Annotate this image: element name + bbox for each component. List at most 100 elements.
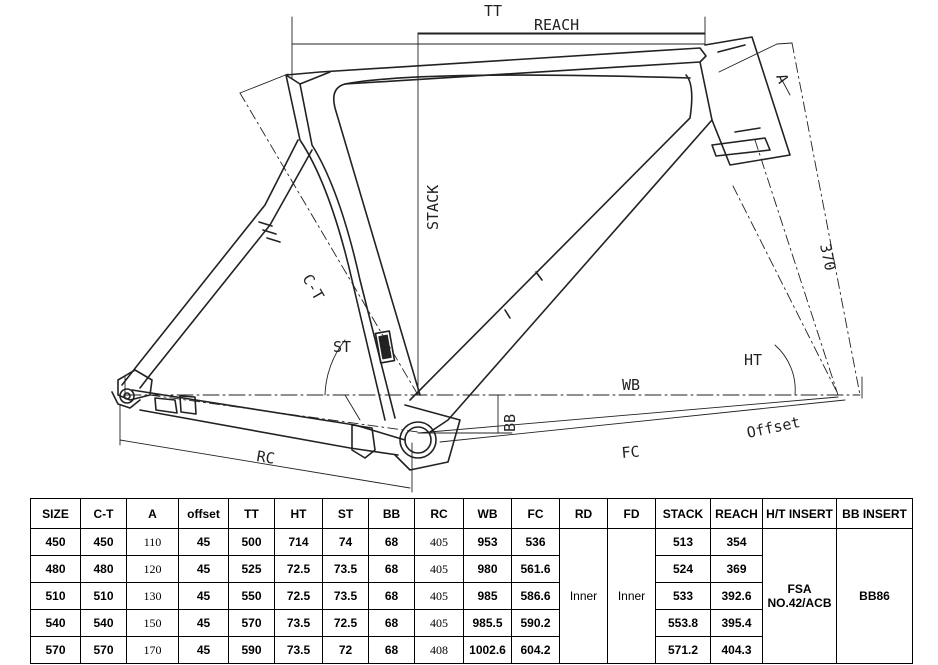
table-cell: 68 [368, 555, 415, 583]
table-cell: 395.4 [710, 609, 763, 637]
table-cell: 590.2 [511, 609, 560, 637]
column-header: RD [559, 498, 608, 529]
label-reach: REACH [534, 16, 579, 34]
table-cell: 404.3 [710, 636, 763, 664]
column-header: C-T [80, 498, 127, 529]
table-cell: 450 [80, 528, 127, 556]
label-stack: STACK [424, 185, 442, 230]
column-header: TT [228, 498, 275, 529]
column-header: ST [322, 498, 369, 529]
column-header: offset [178, 498, 229, 529]
label-offset: Offset [745, 413, 802, 442]
table-cell: 536 [511, 528, 560, 556]
table-cell: 571.2 [655, 636, 711, 664]
table-cell: 68 [368, 582, 415, 610]
rd-cell: Inner [559, 528, 608, 664]
column-header: FC [511, 498, 560, 529]
label-fc: FC [621, 442, 641, 462]
table-cell: 405 [414, 528, 464, 556]
table-cell: 73.5 [274, 609, 323, 637]
column-header: A [126, 498, 179, 529]
table-cell: 170 [126, 636, 179, 664]
label-fork-length: 370 [816, 242, 839, 272]
table-cell: 45 [178, 582, 229, 610]
column-header: HT [274, 498, 323, 529]
table-cell: 510 [80, 582, 127, 610]
table-cell: 72 [322, 636, 369, 664]
table-cell: 369 [710, 555, 763, 583]
table-cell: 405 [414, 582, 464, 610]
table-cell: 150 [126, 609, 179, 637]
table-cell: 513 [655, 528, 711, 556]
table-cell: 480 [30, 555, 81, 583]
table-cell: 110 [126, 528, 179, 556]
column-header: REACH [710, 498, 763, 529]
table-cell: 72.5 [274, 582, 323, 610]
table-cell: 586.6 [511, 582, 560, 610]
table-cell: 540 [30, 609, 81, 637]
table-cell: 73.5 [274, 636, 323, 664]
label-wb: WB [622, 376, 640, 394]
table-cell: 570 [30, 636, 81, 664]
bb-insert-cell: BB86 [836, 528, 913, 664]
bike-frame [111, 36, 791, 471]
table-cell: 74 [322, 528, 369, 556]
label-ct: C-T [299, 271, 328, 303]
table-cell: 354 [710, 528, 763, 556]
table-cell: 45 [178, 636, 229, 664]
table-cell: 45 [178, 555, 229, 583]
table-cell: 1002.6 [463, 636, 512, 664]
table-cell: 68 [368, 636, 415, 664]
table-cell: 68 [368, 609, 415, 637]
table-cell: 450 [30, 528, 81, 556]
column-header: BB [368, 498, 415, 529]
column-header: RC [414, 498, 464, 529]
table-cell: 480 [80, 555, 127, 583]
table-cell: 561.6 [511, 555, 560, 583]
table-cell: 533 [655, 582, 711, 610]
table-cell: 570 [228, 609, 275, 637]
column-header: WB [463, 498, 512, 529]
table-cell: 985.5 [463, 609, 512, 637]
table-cell: 510 [30, 582, 81, 610]
label-ht: HT [744, 351, 762, 369]
table-cell: 408 [414, 636, 464, 664]
table-cell: 540 [80, 609, 127, 637]
table-cell: 130 [126, 582, 179, 610]
table-cell: 73.5 [322, 582, 369, 610]
table-cell: 524 [655, 555, 711, 583]
table-cell: 570 [80, 636, 127, 664]
fd-cell: Inner [607, 528, 656, 664]
label-a: A [772, 71, 792, 86]
table-cell: 714 [274, 528, 323, 556]
table-cell: 985 [463, 582, 512, 610]
column-header: H/T INSERT [762, 498, 837, 529]
frame-geometry-drawing: TT REACH STACK C-T ST A 370 HT WB Offset… [111, 2, 863, 493]
column-header: STACK [655, 498, 711, 529]
column-header: FD [607, 498, 656, 529]
table-cell: 525 [228, 555, 275, 583]
table-cell: 72.5 [322, 609, 369, 637]
table-cell: 980 [463, 555, 512, 583]
label-rc: RC [255, 447, 276, 468]
table-cell: 120 [126, 555, 179, 583]
table-cell: 405 [414, 609, 464, 637]
table-cell: 392.6 [710, 582, 763, 610]
table-cell: 553.8 [655, 609, 711, 637]
table-cell: 68 [368, 528, 415, 556]
table-cell: 500 [228, 528, 275, 556]
table-cell: 953 [463, 528, 512, 556]
label-st: ST [333, 338, 351, 356]
table-cell: 604.2 [511, 636, 560, 664]
column-header: SIZE [30, 498, 81, 529]
table-cell: 72.5 [274, 555, 323, 583]
ht-insert-line: NO.42/ACB [767, 596, 832, 610]
label-tt: TT [484, 2, 502, 20]
ht-insert-line: FSA [787, 582, 812, 596]
